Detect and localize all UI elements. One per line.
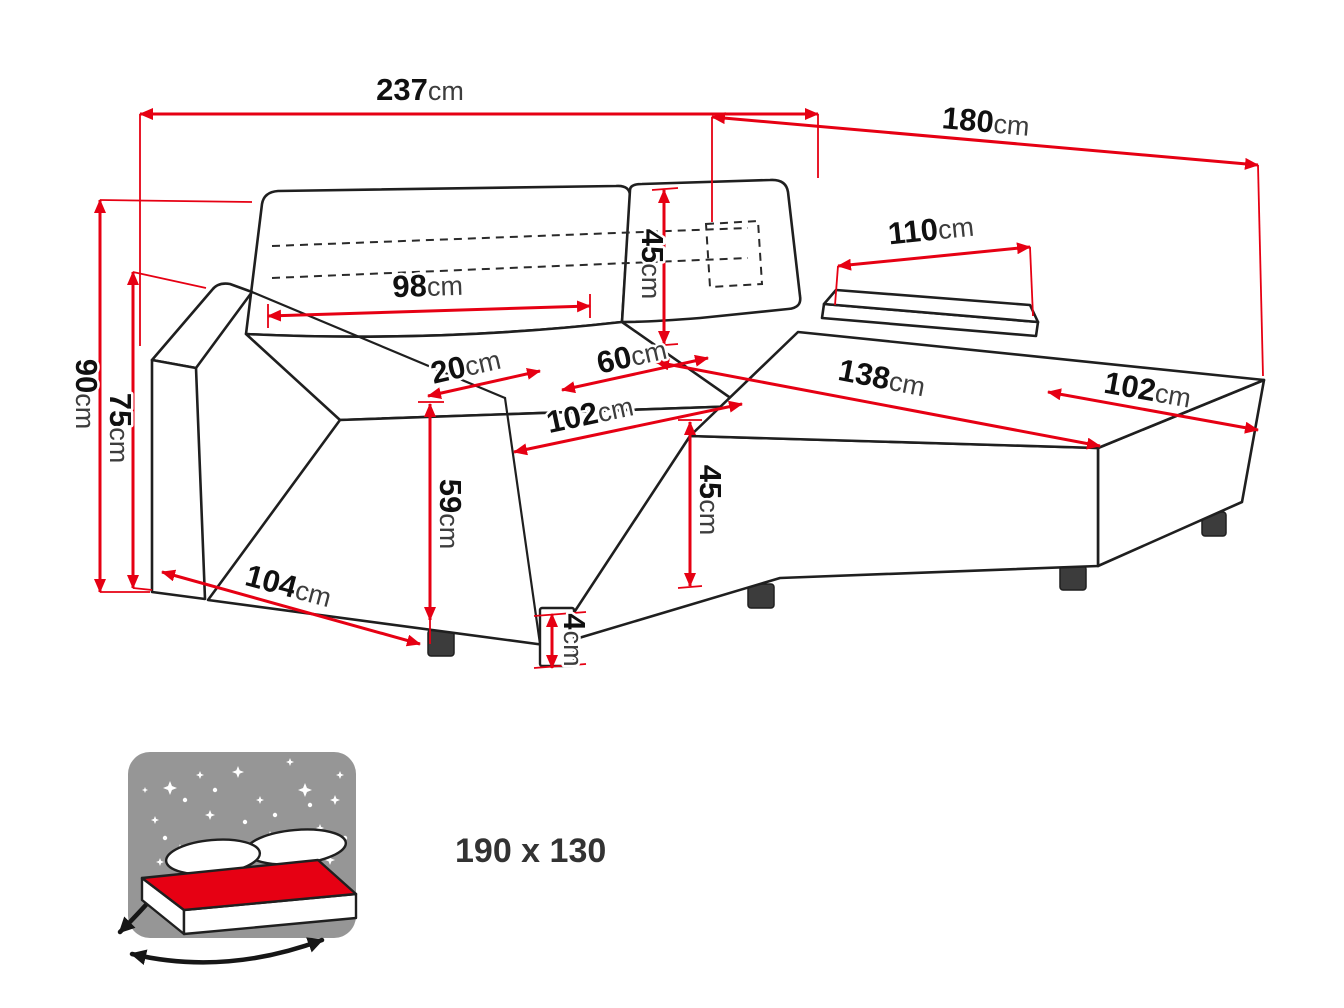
dim-label-seat-height: 59cm	[433, 479, 468, 549]
dim-line-base-depth	[161, 569, 421, 647]
dim-label-backrest-cushion-height: 45cm	[635, 229, 670, 299]
unfold-arrow-width-icon	[129, 937, 325, 966]
dim-label-total-width: 237cm	[376, 72, 464, 107]
sleeping-function-icon: 190 x 130	[117, 752, 609, 966]
dim-line-armrest-length	[837, 242, 1031, 271]
dim-label-total-height: 90cm	[69, 359, 104, 429]
dim-line-chaise-length	[655, 358, 1101, 450]
dim-label-seat-width: 102cm	[543, 387, 636, 439]
dimension-lines	[94, 108, 1259, 669]
sofa-legs	[427, 511, 1227, 657]
mattress-top-face	[140, 858, 358, 912]
dim-line-chaise-width	[1047, 388, 1259, 434]
armrest-front-edge	[503, 396, 542, 646]
chaise-armrest-top	[822, 288, 1040, 324]
dim-label-backrest-cushion-width: 98cm	[392, 267, 464, 304]
dim-label-leg-height: 4cm	[557, 613, 592, 666]
armrest-left-side	[150, 358, 207, 601]
armrest-left-top	[150, 282, 254, 370]
leg	[427, 629, 455, 657]
dimension-labels: 237cm 180cm 110cm 90cm 75cm 98cm 45cm 20…	[67, 70, 1196, 670]
dim-line-total-depth	[711, 112, 1259, 170]
dim-label-front-seat-height: 45cm	[693, 465, 728, 535]
dim-label-armrest-height: 75cm	[103, 393, 138, 463]
dim-label-armrest-length: 110cm	[886, 208, 975, 252]
leg	[1059, 565, 1087, 591]
dim-line-armrest-width	[427, 367, 541, 400]
dim-line-backrest-cushion-width	[267, 300, 591, 322]
sleeping-area-size: 190 x 130	[455, 832, 606, 870]
dim-label-total-depth: 180cm	[941, 100, 1031, 143]
